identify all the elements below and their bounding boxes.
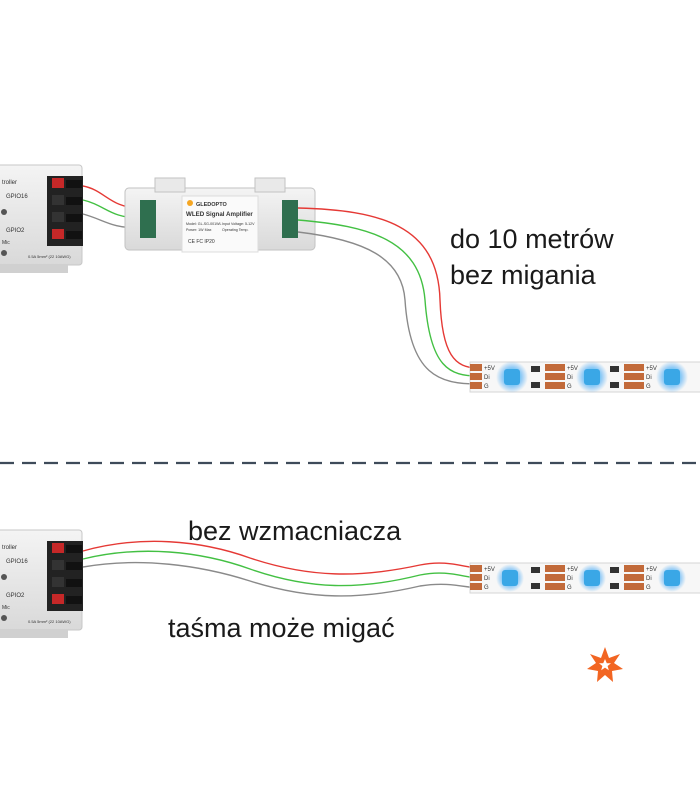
strip-pad-g: G — [646, 384, 651, 390]
controller-footer: 0.5A 5mm² (22 10AWG) — [28, 619, 71, 624]
mic-icon — [1, 574, 7, 580]
led-strip-bottom: +5V Di G +5V Di G +5V Di G — [469, 562, 700, 594]
controller-title: troller — [2, 545, 17, 551]
strip-pad-g: G — [567, 384, 572, 390]
terminal-block — [47, 541, 83, 611]
strip-pad-d: Di — [567, 375, 573, 381]
amplifier-spec2: Input Voltage: 5-12V — [222, 222, 255, 226]
controller-mic: Mic — [2, 605, 10, 611]
caption-top-line2: bez migania — [450, 260, 597, 290]
controller-gpio-b: GPIO2 — [6, 593, 25, 599]
strip-pad-v: +5V — [567, 366, 578, 372]
top-section: troller GPIO16 GPIO2 Mic 0.5A 5mm² (22 1… — [0, 164, 700, 393]
strip-pad-v: +5V — [484, 567, 495, 573]
controller-footer: 0.5A 5mm² (22 10AWG) — [28, 254, 71, 259]
led-chip — [584, 570, 600, 586]
led-chip — [584, 369, 600, 385]
terminal-block — [47, 176, 83, 246]
mic-icon — [1, 209, 7, 215]
strip-pad-d: Di — [646, 576, 652, 582]
signal-amplifier: GLEDOPTO WLED Signal Amplifier Model: GL… — [124, 177, 316, 253]
strip-pad-v: +5V — [484, 366, 495, 372]
gledopto-logo-icon — [187, 200, 193, 206]
wires-amplifier-to-strip — [297, 207, 479, 385]
caption-bottom-line2: taśma może migać — [168, 613, 395, 643]
led-strip-top: +5V Di G +5V Di G +5V Di G — [469, 361, 700, 393]
strip-pad-v: +5V — [646, 567, 657, 573]
controller-title: troller — [2, 180, 17, 186]
bottom-section: troller GPIO16 GPIO2 Mic 0.5A 5mm² (22 1… — [0, 516, 700, 682]
amplifier-title: WLED Signal Amplifier — [186, 211, 253, 218]
caption-bottom-line1: bez wzmacniacza — [188, 516, 402, 546]
strip-pad-g: G — [567, 585, 572, 591]
strip-pad-d: Di — [567, 576, 573, 582]
strip-pad-d: Di — [646, 375, 652, 381]
caption-top-line1: do 10 metrów — [450, 224, 614, 254]
led-chip — [502, 570, 518, 586]
strip-pad-g: G — [484, 384, 489, 390]
led-chip — [664, 570, 680, 586]
controller-gpio-a: GPIO16 — [6, 559, 28, 565]
amplifier-marks: CE FC IP20 — [188, 239, 215, 245]
controller-top: troller GPIO16 GPIO2 Mic 0.5A 5mm² (22 1… — [0, 164, 83, 273]
strip-pad-v: +5V — [567, 567, 578, 573]
controller-bottom: troller GPIO16 GPIO2 Mic 0.5A 5mm² (22 1… — [0, 529, 83, 638]
button-icon — [1, 250, 7, 256]
amplifier-spec1: Model: GL-SG-001WL — [186, 222, 222, 226]
button-icon — [1, 615, 7, 621]
strip-pad-v: +5V — [646, 366, 657, 372]
controller-gpio-b: GPIO2 — [6, 228, 25, 234]
led-chip — [504, 369, 520, 385]
strip-pad-d: Di — [484, 375, 490, 381]
wires-controller-to-strip — [82, 540, 477, 597]
strip-pad-g: G — [484, 585, 489, 591]
led-chip — [664, 369, 680, 385]
controller-gpio-a: GPIO16 — [6, 194, 28, 200]
amplifier-spec4: Operating Temp. — [222, 228, 249, 232]
strip-pad-d: Di — [484, 576, 490, 582]
amplifier-spec3: Power: 1W Max — [186, 228, 212, 232]
strip-pad-g: G — [646, 585, 651, 591]
flicker-star-icon — [587, 647, 623, 682]
controller-mic: Mic — [2, 240, 10, 246]
amplifier-brand: GLEDOPTO — [196, 202, 227, 208]
